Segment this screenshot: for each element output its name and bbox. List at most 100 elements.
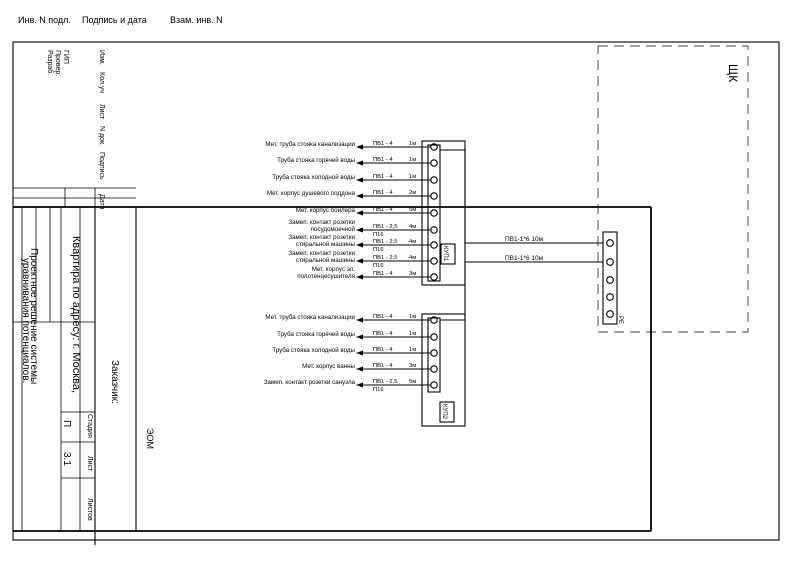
arrow-icon xyxy=(356,366,363,372)
cable-length: 1м xyxy=(409,157,416,163)
object-name-cont: стиральной машины xyxy=(296,241,356,248)
cable-mark: ПВ1 - 4 xyxy=(373,174,393,180)
doc-code: ЭОМ xyxy=(145,428,155,449)
object-name-cont: полотенцесушителя xyxy=(297,273,355,280)
terminal xyxy=(430,333,438,341)
arrow-icon xyxy=(356,350,363,356)
cable-length: 3м xyxy=(409,363,416,369)
cable-mark: ПВ1 - 4 xyxy=(373,157,393,163)
object-name: Замеп. контакт розетки xyxy=(288,234,355,241)
arrow-icon xyxy=(356,177,363,183)
project-title-line2: уравнивания потенциалов. xyxy=(20,258,31,383)
kup2-label-box xyxy=(439,401,455,423)
pe-bus-label: PE xyxy=(617,316,623,324)
cable-note: П16 xyxy=(373,387,384,393)
cable-length: 1м xyxy=(409,141,416,147)
arrow-icon xyxy=(356,193,363,199)
stamp-col-data: Дата xyxy=(98,194,105,210)
feeder-cable-2-label: ПВ1-1*6 10м xyxy=(505,255,544,262)
arrow-icon xyxy=(356,274,363,280)
arrow-icon xyxy=(356,334,363,340)
stage-value: П xyxy=(61,420,72,427)
kup1-label: КУП1 xyxy=(442,246,448,262)
object-name-cont: стиральной машины xyxy=(296,257,356,264)
arrow-icon xyxy=(356,160,363,166)
terminal xyxy=(430,159,438,167)
object-name: Мет. корпус ванны xyxy=(302,363,355,370)
sheets-label: Листов xyxy=(86,498,93,521)
cable-note: П16 xyxy=(373,263,384,269)
terminal xyxy=(430,349,438,357)
terminal xyxy=(430,381,438,389)
cable-mark: ПВ1 - 4 xyxy=(373,190,393,196)
cable-mark: ПВ1 - 2,5 xyxy=(373,239,397,245)
arrow-icon xyxy=(356,242,363,248)
arrow-icon xyxy=(356,317,363,323)
object-name: Замеп. контакт розетки xyxy=(288,250,355,257)
cable-mark: ПВ1 - 4 xyxy=(373,331,393,337)
arrow-icon xyxy=(356,382,363,388)
arrow-icon xyxy=(356,210,363,216)
title-block-texts: Проектное решение системы уравнивания по… xyxy=(20,236,155,521)
side-stamp: ГИП Провер. Разраб. Изм. Кол.уч Лист N д… xyxy=(46,50,105,210)
terminal xyxy=(430,209,438,217)
terminal xyxy=(430,365,438,373)
cable-length: 1м xyxy=(409,331,416,337)
object-name: Мет. труба стояка канализации xyxy=(265,314,355,321)
cable-mark: ПВ1 - 2,5 xyxy=(373,224,397,230)
terminal xyxy=(430,192,438,200)
header-vzam-inv: Взам. инв. N xyxy=(170,15,223,25)
stamp-col-podpis: Подпись xyxy=(98,152,105,180)
stamp-col-list: Лист xyxy=(98,104,105,120)
arrow-icon xyxy=(356,258,363,264)
terminal xyxy=(430,273,438,281)
object-name: Труба стояка холодной воды xyxy=(272,347,355,354)
sheet-frame xyxy=(12,41,780,541)
kup2-bus xyxy=(427,317,441,393)
stage-label: Стадия xyxy=(86,414,93,438)
terminal xyxy=(430,226,438,234)
terminal xyxy=(430,143,438,151)
cable-mark: ПВ1 - 4 xyxy=(373,207,393,213)
cable-length: 5м xyxy=(409,207,416,213)
panel-shk-label: ЩК xyxy=(726,64,740,82)
pe-terminal xyxy=(606,310,614,318)
terminal xyxy=(430,316,438,324)
object-name: Мет. корпус эл. xyxy=(312,266,356,273)
cable-note: П16 xyxy=(373,247,384,253)
kup2-label: КУП2 xyxy=(441,404,447,420)
cable-mark: ПВ1 - 2,5 xyxy=(373,379,397,385)
header-inv-podl: Инв. N подл. xyxy=(18,15,71,25)
cable-mark: ПВ1 - 4 xyxy=(373,347,393,353)
stamp-col-ndok: N док. xyxy=(98,126,105,146)
stamp-row-razrab: Разраб. xyxy=(46,50,54,75)
cable-mark: ПВ1 - 4 xyxy=(373,314,393,320)
object-name: Мет. корпус душевого поддона xyxy=(267,190,356,197)
cable-length: 4м xyxy=(409,239,416,245)
cable-length: 1м xyxy=(409,347,416,353)
object-name: Мет. корпус бойлера xyxy=(296,207,356,214)
object-name: Труба стояка горячей воды xyxy=(277,157,355,164)
object-name: Труба стояка холодной воды xyxy=(272,174,355,181)
kup1-label-box xyxy=(440,243,456,265)
cable-length: 4м xyxy=(409,255,416,261)
sheet-label: Лист xyxy=(86,456,93,472)
customer-label: Заказчик: xyxy=(109,360,120,404)
pe-terminal xyxy=(606,293,614,301)
stamp-row-gip: ГИП xyxy=(62,50,69,64)
pe-bus xyxy=(602,231,618,325)
terminal xyxy=(430,257,438,265)
object-name: Замеп. контакт розетки xyxy=(288,219,355,226)
kup2-outer xyxy=(421,313,466,427)
pe-terminal xyxy=(606,276,614,284)
cable-length: 3м xyxy=(409,271,416,277)
terminal xyxy=(430,241,438,249)
project-title-line1: Проектное решение системы xyxy=(28,248,39,384)
stamp-col-kolych: Кол.уч xyxy=(98,72,105,93)
pe-terminal xyxy=(606,258,614,266)
object-name-cont: посудомоечной xyxy=(311,226,356,233)
terminal xyxy=(430,176,438,184)
